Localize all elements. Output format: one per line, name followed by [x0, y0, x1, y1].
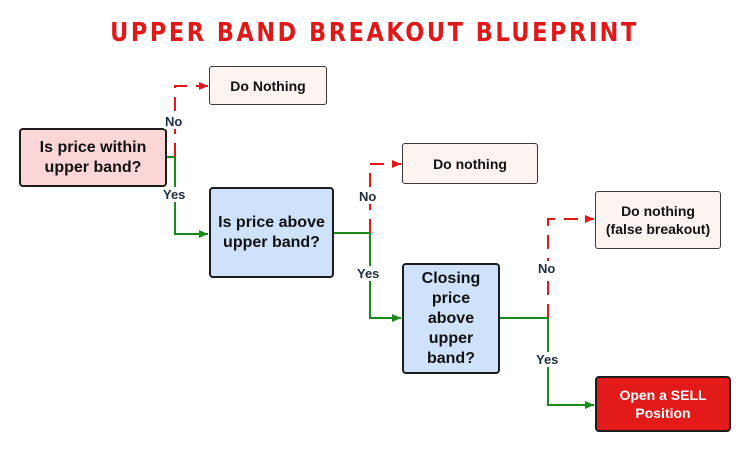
decision-3-line-3: above — [427, 309, 475, 327]
edge-label-q1-no: No — [164, 114, 184, 129]
decision-3-line-2: price — [431, 289, 471, 307]
decision-price-within-band: Is price within upper band? — [19, 128, 167, 187]
action-line-2: Position — [635, 405, 691, 421]
action-open-sell-position: Open a SELL Position — [595, 376, 731, 432]
outcome-do-nothing-2: Do nothing — [402, 143, 538, 184]
decision-3-line-4: upper — [428, 329, 474, 347]
outcome-3-line-1: Do nothing — [621, 203, 695, 219]
decision-1-line-1: Is price within — [39, 138, 147, 156]
outcome-false-breakout: Do nothing (false breakout) — [595, 191, 721, 249]
decision-1-line-2: upper band? — [44, 158, 142, 176]
q2-no-connector — [369, 160, 401, 233]
q3-no-connector — [547, 215, 594, 318]
outcome-3-line-2: (false breakout) — [605, 221, 711, 237]
edge-label-q2-yes: Yes — [356, 266, 381, 281]
decision-closing-price-above-band: Closing price above upper band? — [402, 263, 500, 374]
outcome-1-text: Do Nothing — [230, 77, 306, 94]
action-line-1: Open a SELL — [619, 387, 707, 403]
outcome-do-nothing-1: Do Nothing — [209, 66, 327, 105]
outcome-2-text: Do nothing — [433, 155, 507, 172]
decision-2-line-1: Is price above — [218, 213, 325, 231]
decision-price-above-band: Is price above upper band? — [209, 187, 334, 278]
diagram-title: UPPER BAND BREAKOUT BLUEPRINT — [110, 18, 639, 48]
edge-label-q3-no: No — [537, 261, 557, 276]
edge-label-q3-yes: Yes — [535, 352, 560, 367]
edge-label-q1-yes: Yes — [162, 187, 187, 202]
decision-3-line-5: band? — [426, 349, 475, 367]
decision-2-line-2: upper band? — [223, 233, 320, 251]
decision-3-line-1: Closing — [421, 269, 481, 287]
edge-label-q2-no: No — [358, 189, 378, 204]
q1-no-connector — [174, 82, 208, 157]
